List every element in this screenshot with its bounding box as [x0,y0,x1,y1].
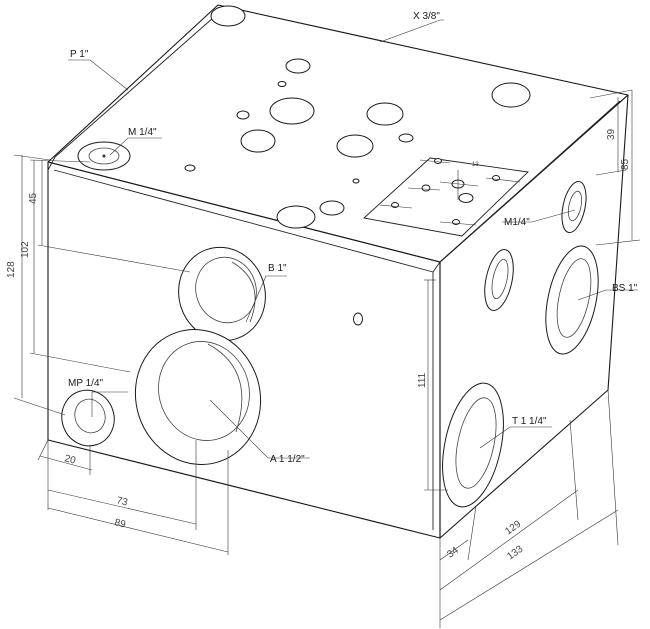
leader-lines [68,19,638,459]
dim-128: 128 [6,261,17,278]
manifold-block [47,4,629,539]
valve-interface-pattern: 13 [363,157,529,237]
right-face-ports [442,180,599,508]
port-labels: X 3/8" P 1" M 1/4" M1/4" B 1" BS 1" MP 1… [68,11,638,465]
dim-85: 85 [620,158,631,170]
front-dimension-111: 111 [417,279,448,491]
dim-129: 129 [503,518,523,537]
label-m-top: M 1/4" [128,127,157,138]
pattern-number-13: 13 [472,162,479,168]
port-m-right [561,180,587,234]
dim-102: 102 [20,241,31,258]
port-bs [545,245,599,355]
label-bs: BS 1" [612,283,638,294]
dim-45: 45 [28,192,39,204]
dim-111: 111 [417,372,428,388]
port-mp [61,389,115,447]
label-a: A 1 1/2" [270,454,305,465]
dim-89: 89 [113,517,127,530]
front-face [47,161,441,539]
label-mp: MP 1/4" [68,378,103,389]
dim-133: 133 [505,543,525,562]
right-dimensions: 39 85 [589,89,641,246]
port-a [134,329,262,465]
dim-39: 39 [606,128,617,140]
dim-20: 20 [63,453,77,466]
label-t: T 1 1/4" [512,416,547,427]
dim-34: 34 [445,545,461,561]
top-face-holes [77,5,531,229]
label-m-right: M1/4" [504,217,530,228]
label-b: B 1" [268,263,287,274]
front-face-ports [61,246,363,465]
bottom-dimensions: 20 73 89 [37,439,229,555]
label-p: P 1" [70,49,89,60]
port-t [442,382,504,508]
dim-73: 73 [115,495,129,508]
left-dimensions: 128 102 45 [6,154,191,416]
label-x: X 3/8" [413,11,440,22]
